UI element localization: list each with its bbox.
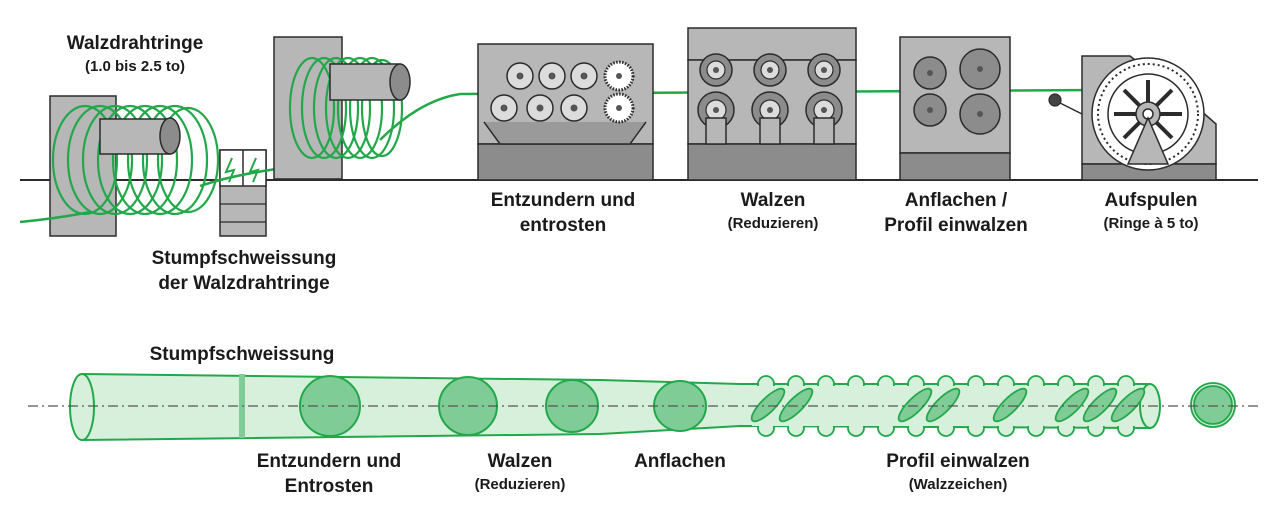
rolling-machine (687, 27, 857, 181)
label-coils-subtitle: (1.0 bis 2.5 to) (84, 57, 186, 75)
label-descale-top-line2: entrosten (519, 214, 607, 236)
label-spool-top-title: Aufspulen (1104, 190, 1198, 211)
label-descale-bottom-line2: Entrosten (284, 475, 374, 497)
section-profile-end (1190, 382, 1236, 428)
label-flatten-bottom: Anflachen (610, 450, 750, 475)
welding-unit (199, 149, 301, 237)
coil-stand-1 (19, 95, 220, 237)
label-rolling-top: Walzen (Reduzieren) (700, 189, 846, 233)
label-coils-title: Walzdrahtringe (66, 33, 204, 54)
label-descale-bottom: Entzundern und Entrosten (236, 450, 422, 499)
label-weld-top-line2: der Walzdrahtringe (158, 272, 330, 294)
descaling-machine (477, 43, 654, 181)
label-coils: Walzdrahtringe (1.0 bis 2.5 to) (50, 32, 220, 76)
label-flatten-bottom-text: Anflachen (634, 451, 726, 472)
label-weld-bottom: Stumpfschweissung (130, 343, 354, 368)
label-profile-bottom-subtitle: (Walzzeichen) (908, 475, 1008, 493)
label-flatten-top: Anflachen / Profil einwalzen (866, 189, 1046, 238)
label-profile-bottom: Profil einwalzen (Walzzeichen) (858, 450, 1058, 494)
label-profile-bottom-title: Profil einwalzen (886, 451, 1030, 472)
flattening-machine (899, 36, 1011, 181)
label-descale-top-line1: Entzundern und (490, 190, 636, 211)
label-descale-top: Entzundern und entrosten (470, 189, 656, 238)
section-flatten (653, 380, 707, 432)
label-rolling-bottom: Walzen (Reduzieren) (450, 450, 590, 494)
label-rolling-bottom-subtitle: (Reduzieren) (474, 475, 566, 493)
label-weld-bottom-text: Stumpfschweissung (149, 344, 335, 365)
label-flatten-top-line2: Profil einwalzen (884, 214, 1028, 236)
label-rolling-top-subtitle: (Reduzieren) (727, 214, 819, 232)
label-rolling-top-title: Walzen (740, 190, 806, 211)
wire-profile (69, 372, 1236, 442)
label-flatten-top-line1: Anflachen / (904, 190, 1008, 211)
label-weld-top: Stumpfschweissung der Walzdrahtringe (134, 247, 354, 296)
label-spool-top: Aufspulen (Ringe à 5 to) (1076, 189, 1226, 233)
spooling-machine (1048, 55, 1217, 181)
coil-stand-2 (273, 36, 411, 180)
label-weld-top-line1: Stumpfschweissung (151, 248, 337, 269)
label-spool-top-subtitle: (Ringe à 5 to) (1103, 214, 1199, 232)
label-descale-bottom-line1: Entzundern und (256, 451, 402, 472)
label-rolling-bottom-title: Walzen (487, 451, 553, 472)
